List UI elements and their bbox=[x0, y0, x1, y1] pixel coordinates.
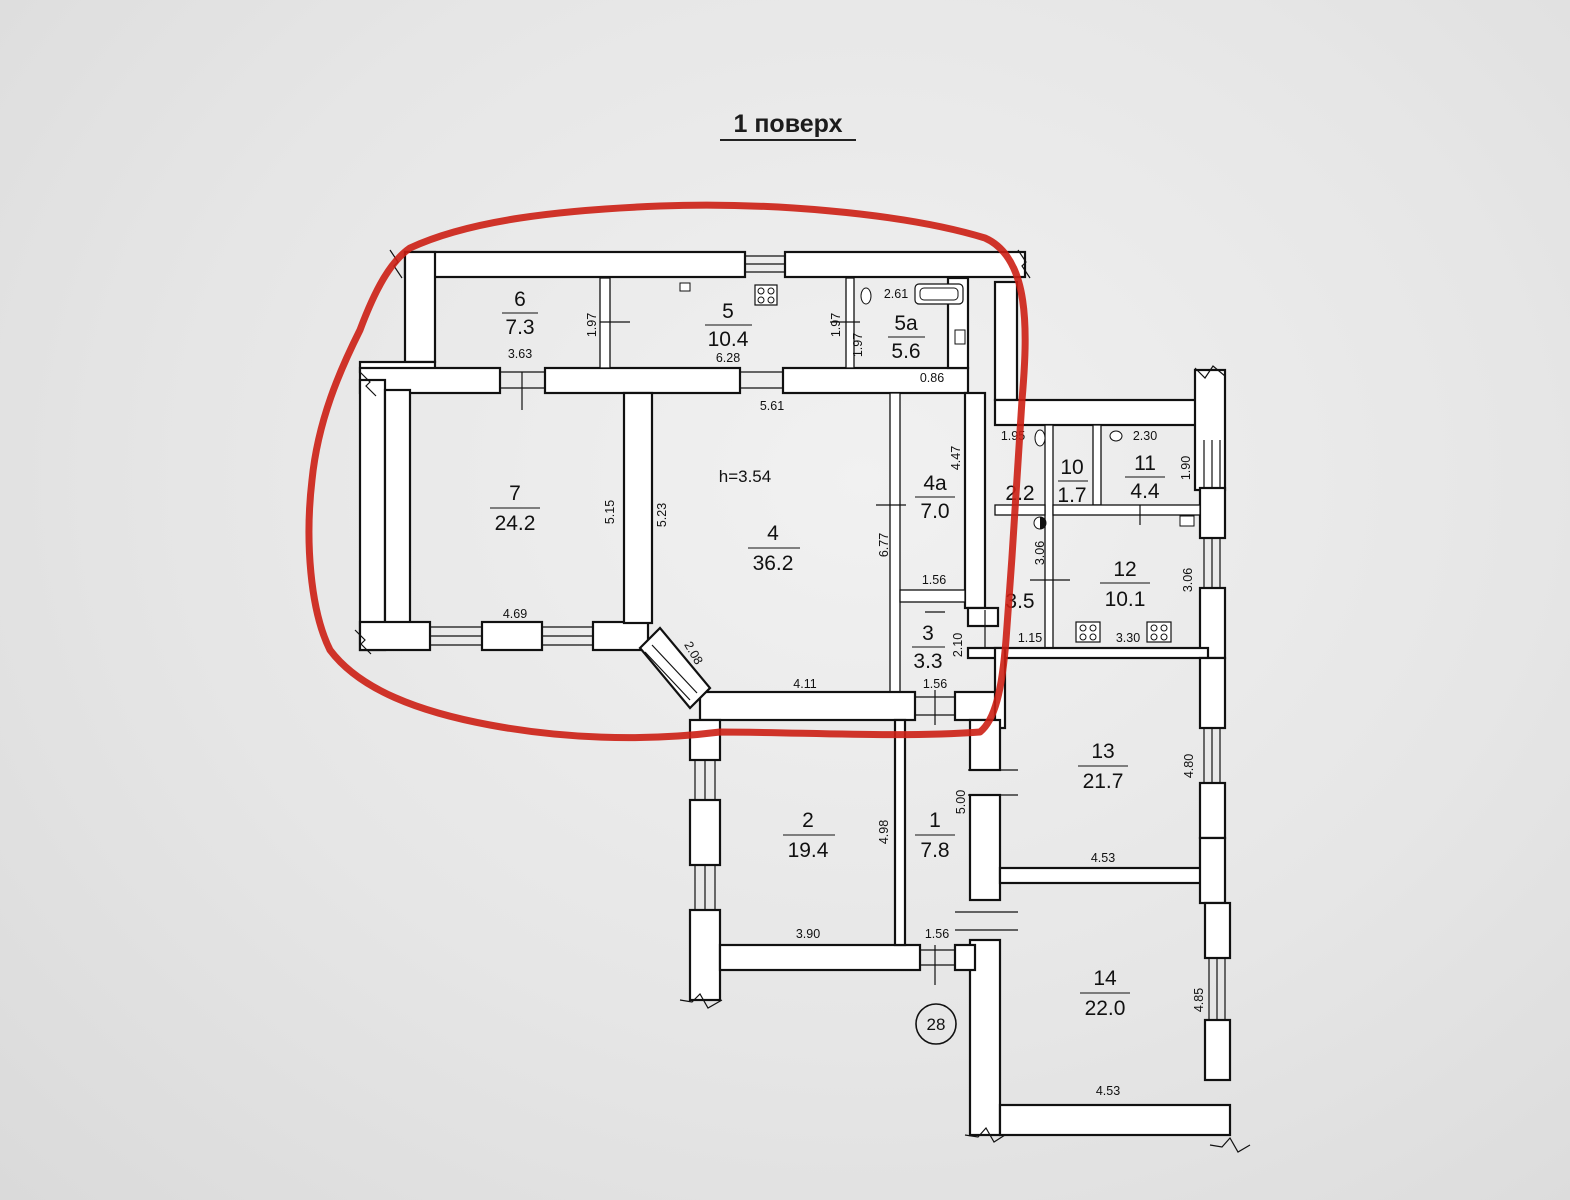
plan-title: 1 поверх bbox=[733, 110, 842, 138]
svg-text:36.2: 36.2 bbox=[753, 552, 794, 575]
svg-text:4.4: 4.4 bbox=[1130, 480, 1160, 503]
room-5a-label: 5а 5.6 bbox=[888, 312, 925, 363]
svg-text:3: 3 bbox=[922, 622, 934, 645]
svg-text:3.3: 3.3 bbox=[913, 650, 942, 673]
room-7-label: 7 24.2 bbox=[490, 482, 540, 535]
svg-text:12: 12 bbox=[1113, 558, 1136, 581]
stove-icon bbox=[1075, 621, 1172, 643]
highlight-outline bbox=[305, 201, 1029, 742]
svg-text:11: 11 bbox=[1134, 452, 1156, 475]
svg-text:6.28: 6.28 bbox=[716, 351, 740, 365]
door-marks bbox=[500, 321, 1141, 985]
room-2-label: 2 19.4 bbox=[783, 809, 835, 862]
svg-text:7: 7 bbox=[509, 482, 521, 505]
room-1-label: 1 7.8 bbox=[915, 809, 955, 862]
svg-text:4.47: 4.47 bbox=[949, 446, 963, 470]
svg-text:1.56: 1.56 bbox=[925, 927, 949, 941]
svg-text:0.86: 0.86 bbox=[920, 371, 944, 385]
svg-text:1.97: 1.97 bbox=[585, 313, 599, 337]
svg-text:4: 4 bbox=[767, 522, 779, 545]
entrance-marker: 28 bbox=[915, 1003, 957, 1045]
svg-text:14: 14 bbox=[1093, 967, 1117, 990]
bathtub-icon bbox=[914, 283, 964, 305]
room-10-label: 10 1.7 bbox=[1057, 456, 1088, 507]
svg-text:4.80: 4.80 bbox=[1182, 754, 1196, 778]
svg-text:24.2: 24.2 bbox=[495, 512, 536, 535]
room-4-height: h=3.54 bbox=[719, 467, 771, 486]
svg-text:7.0: 7.0 bbox=[920, 500, 949, 523]
sink-icon bbox=[679, 282, 1195, 527]
svg-text:10.4: 10.4 bbox=[708, 328, 749, 351]
svg-text:4.11: 4.11 bbox=[793, 677, 816, 691]
room-13-label: 13 21.7 bbox=[1078, 740, 1128, 793]
room-6-label: 6 7.3 bbox=[502, 288, 538, 339]
svg-text:3.30: 3.30 bbox=[1116, 631, 1140, 645]
svg-text:7.8: 7.8 bbox=[920, 839, 949, 862]
svg-text:1.56: 1.56 bbox=[922, 573, 946, 587]
svg-text:1.7: 1.7 bbox=[1057, 484, 1086, 507]
svg-text:1.90: 1.90 bbox=[1179, 456, 1193, 480]
svg-text:22.0: 22.0 bbox=[1085, 997, 1126, 1020]
svg-text:3.06: 3.06 bbox=[1033, 541, 1047, 565]
svg-text:1.15: 1.15 bbox=[1018, 631, 1042, 645]
svg-text:10: 10 bbox=[1060, 456, 1083, 479]
svg-text:6.77: 6.77 bbox=[877, 533, 891, 557]
room-4a-label: 4а 7.0 bbox=[915, 472, 955, 523]
room-labels: 6 7.3 5 10.4 5а 5.6 7 24.2 4 36.2 h=3.54… bbox=[490, 288, 1165, 1020]
svg-text:1.97: 1.97 bbox=[851, 333, 865, 357]
svg-text:13: 13 bbox=[1091, 740, 1114, 763]
svg-text:2.61: 2.61 bbox=[884, 287, 908, 301]
svg-text:7.3: 7.3 bbox=[505, 316, 534, 339]
svg-text:3.90: 3.90 bbox=[796, 927, 820, 941]
svg-text:2.10: 2.10 bbox=[951, 633, 965, 657]
svg-text:5.15: 5.15 bbox=[603, 500, 617, 524]
break-marks bbox=[354, 249, 1251, 1153]
svg-text:5.00: 5.00 bbox=[954, 790, 968, 814]
toilet-icon bbox=[860, 287, 1123, 447]
room-4-label: 4 36.2 h=3.54 bbox=[719, 467, 800, 575]
svg-text:4.53: 4.53 bbox=[1091, 851, 1115, 865]
svg-text:4.69: 4.69 bbox=[503, 607, 527, 621]
svg-text:10.1: 10.1 bbox=[1105, 588, 1146, 611]
svg-text:4.85: 4.85 bbox=[1192, 988, 1206, 1012]
svg-text:19.4: 19.4 bbox=[788, 839, 829, 862]
boiler-icon bbox=[1033, 516, 1047, 530]
svg-text:1.97: 1.97 bbox=[829, 313, 843, 337]
room-14-label: 14 22.0 bbox=[1080, 967, 1130, 1020]
room-5-label: 5 10.4 bbox=[705, 300, 752, 351]
svg-text:1.56: 1.56 bbox=[923, 677, 947, 691]
svg-text:1: 1 bbox=[929, 809, 941, 832]
svg-text:6: 6 bbox=[514, 288, 526, 311]
svg-text:3.63: 3.63 bbox=[508, 347, 532, 361]
svg-text:2.30: 2.30 bbox=[1133, 429, 1157, 443]
svg-text:3.06: 3.06 bbox=[1181, 568, 1195, 592]
room-11-label: 11 4.4 bbox=[1125, 452, 1165, 503]
svg-text:2: 2 bbox=[802, 809, 814, 832]
svg-text:21.7: 21.7 bbox=[1083, 770, 1124, 793]
windows bbox=[430, 255, 1226, 1020]
svg-text:5а: 5а bbox=[894, 312, 918, 335]
svg-text:4.98: 4.98 bbox=[877, 820, 891, 844]
svg-text:5.23: 5.23 bbox=[655, 503, 669, 527]
fixtures bbox=[679, 282, 1195, 643]
svg-text:4а: 4а bbox=[923, 472, 947, 495]
stove-icon bbox=[754, 284, 778, 306]
room-3-label: 3 3.3 bbox=[912, 622, 945, 673]
svg-text:4.53: 4.53 bbox=[1096, 1084, 1120, 1098]
svg-text:5: 5 bbox=[722, 300, 734, 323]
svg-text:5.61: 5.61 bbox=[760, 399, 784, 413]
room-12-label: 12 10.1 bbox=[1100, 558, 1150, 611]
svg-text:28: 28 bbox=[927, 1015, 946, 1034]
room-8-area: 3.5 bbox=[1005, 590, 1034, 613]
svg-text:5.6: 5.6 bbox=[891, 340, 920, 363]
